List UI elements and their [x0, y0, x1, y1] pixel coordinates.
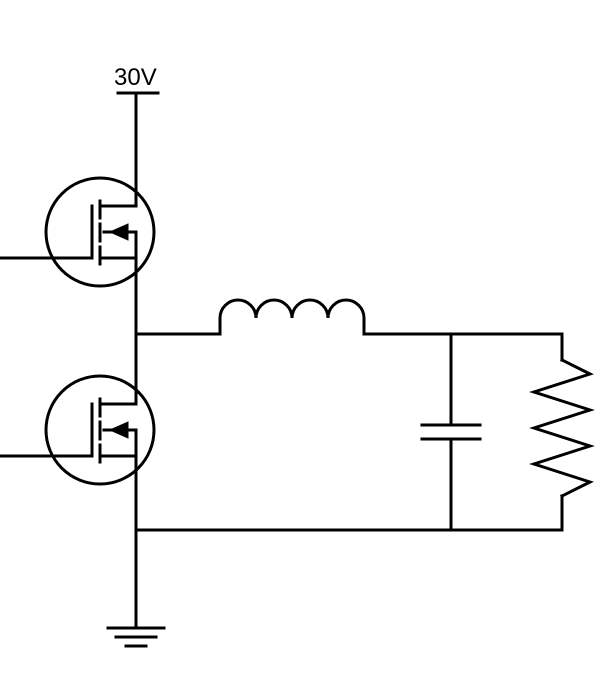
supply-rail: 30V — [114, 64, 160, 95]
body-arrow-icon — [108, 223, 129, 241]
mosfet-body-circle — [44, 176, 156, 288]
supply-voltage-label: 30V — [114, 64, 157, 91]
output-capacitor — [420, 332, 482, 532]
load-resistor — [529, 332, 595, 532]
mosfet-body-circle — [44, 374, 156, 486]
low-side-mosfet — [0, 374, 156, 486]
high-side-mosfet — [0, 176, 156, 288]
ground-icon — [106, 626, 166, 648]
inductor — [218, 298, 366, 336]
body-arrow-icon — [108, 421, 129, 439]
resistor-zigzag — [529, 357, 595, 499]
